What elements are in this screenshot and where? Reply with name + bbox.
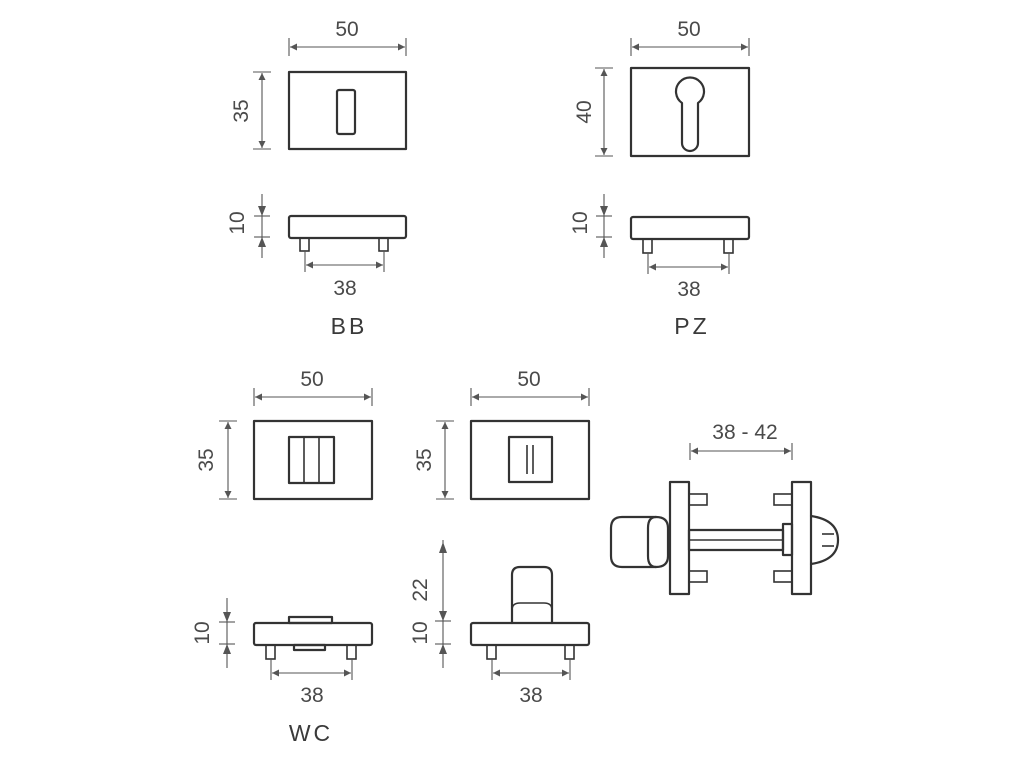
wc-right-pin-left: [486, 644, 497, 660]
wc-title: WC: [289, 720, 333, 746]
wc-left-thickness-label: 10: [191, 621, 214, 644]
wc-left-thickness-dimension: 10: [191, 598, 235, 668]
bb-pin-left: [299, 237, 310, 252]
wc-left-rosette-front: [252, 419, 374, 501]
wc-turn-knob-base: [511, 602, 553, 611]
wc-door-range-label: 38 - 42: [712, 421, 777, 444]
wc-assembly-pin-top-right: [773, 493, 793, 506]
pz-thickness-label: 10: [569, 211, 592, 234]
wc-assembly-group: 38 - 42: [609, 421, 840, 596]
wc-door-range-dimension: 38 - 42: [689, 421, 793, 460]
bb-height-label: 35: [230, 99, 253, 122]
bb-height-dimension: 35: [230, 71, 271, 150]
pz-title: PZ: [674, 313, 709, 339]
bb-width-label: 50: [335, 18, 358, 41]
wc-right-thickness-dimension: 10: [409, 621, 451, 668]
bb-pin-right: [378, 237, 389, 252]
pz-width-label: 50: [677, 18, 700, 41]
bb-pin-spacing-dimension: 38: [304, 251, 385, 300]
bb-width-dimension: 50: [288, 18, 407, 56]
pz-rosette-front: [629, 66, 751, 158]
wc-left-pin-spacing-dimension: 38: [270, 659, 353, 707]
wc-right-knob-height-label: 22: [409, 578, 432, 601]
wc-turn-button: [287, 435, 336, 485]
wc-turn-knob-side: [510, 565, 554, 625]
wc-left-width-dimension: 50: [253, 368, 373, 406]
bb-thickness-label: 10: [226, 211, 249, 234]
bb-rosette-side: [287, 214, 408, 240]
bb-thickness-dimension: 10: [226, 194, 270, 258]
wc-left-group: 50 35 10 38 WC: [191, 368, 374, 746]
wc-left-width-label: 50: [300, 368, 323, 391]
wc-left-height-dimension: 35: [195, 420, 237, 500]
bb-group: 50 35 10 38 BB: [226, 18, 408, 339]
wc-right-rosette-front: [469, 419, 591, 501]
pz-height-label: 40: [573, 100, 596, 123]
wc-indicator-window: [507, 435, 554, 484]
wc-assembly-turn-knob: [609, 515, 658, 569]
wc-assembly-pin-bottom-left: [688, 570, 708, 583]
wc-right-width-label: 50: [517, 368, 540, 391]
bb-title: BB: [331, 313, 368, 339]
wc-right-group: 50 35 22 10: [409, 368, 591, 707]
wc-right-height-dimension: 35: [413, 420, 454, 500]
wc-right-pin-spacing-label: 38: [519, 684, 542, 707]
wc-left-pin-right: [346, 644, 357, 660]
wc-left-pin-left: [265, 644, 276, 660]
pz-thickness-dimension: 10: [569, 194, 612, 258]
pz-pin-spacing-dimension: 38: [647, 253, 730, 301]
wc-assembly-indicator-cap: [809, 514, 840, 566]
wc-assembly-pin-top-left: [688, 493, 708, 506]
pz-width-dimension: 50: [630, 18, 750, 56]
wc-right-height-label: 35: [413, 448, 436, 471]
wc-assembly-rosette-left: [668, 480, 691, 596]
wc-right-knob-height-dimension: 22: [409, 540, 451, 622]
pz-cylinder-hole: [674, 76, 706, 153]
pz-rosette-side: [629, 215, 751, 241]
pz-pin-spacing-label: 38: [677, 278, 700, 301]
pz-pin-right: [723, 238, 734, 254]
wc-assembly-pin-bottom-right: [773, 570, 793, 583]
wc-right-pin-right: [564, 644, 575, 660]
wc-left-height-label: 35: [195, 448, 218, 471]
wc-right-pin-spacing-dimension: 38: [491, 659, 571, 707]
bb-rosette-front: [287, 70, 408, 151]
wc-assembly-rosette-right: [790, 480, 813, 596]
wc-right-thickness-label: 10: [409, 621, 432, 644]
pz-height-dimension: 40: [573, 67, 613, 157]
bb-key-slot: [335, 88, 357, 136]
wc-left-rosette-side: [252, 621, 374, 647]
wc-right-width-dimension: 50: [470, 368, 590, 406]
wc-right-rosette-side: [469, 621, 591, 647]
bb-pin-spacing-label: 38: [333, 277, 356, 300]
wc-left-spindle-stub: [292, 643, 327, 652]
pz-group: 50 40 10 38 PZ: [569, 18, 751, 339]
pz-pin-left: [642, 238, 653, 254]
wc-left-pin-spacing-label: 38: [300, 684, 323, 707]
